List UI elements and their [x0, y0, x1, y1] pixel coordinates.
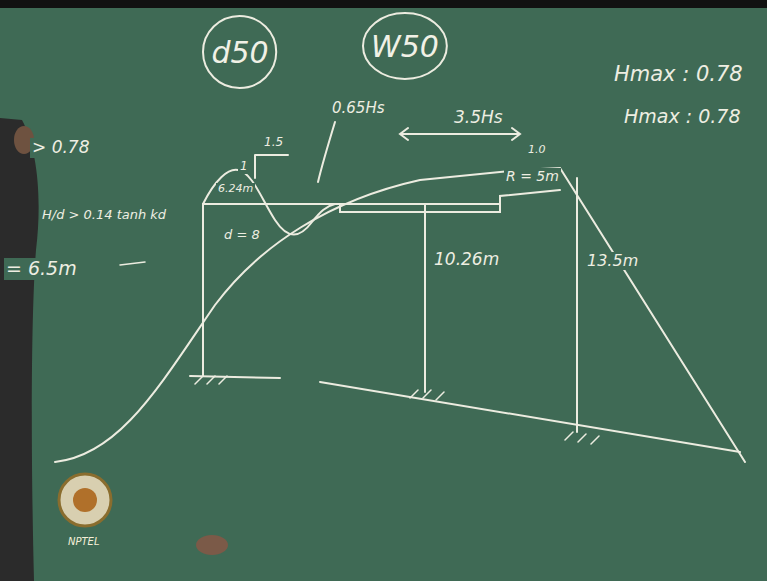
dimension-label: > 0.78: [30, 138, 92, 158]
crest-box: [340, 190, 560, 212]
height-line: [576, 178, 578, 432]
dimension-label: 3.5Hs: [452, 108, 505, 128]
tick: [120, 262, 145, 265]
dimension-label: Hmax : 0.78: [622, 106, 742, 128]
node-text: d50: [211, 35, 268, 70]
lecturer-silhouette: [0, 118, 39, 581]
dimension-label: 10.26m: [432, 250, 501, 270]
dimension-label: d = 8: [222, 228, 262, 243]
ground-hatch: [195, 376, 599, 444]
circle-outline: [203, 16, 276, 88]
nptel-logo: [59, 474, 111, 526]
rear-slope: [520, 168, 745, 462]
depth-line: [424, 204, 426, 392]
dimension-label: 1.5: [262, 136, 285, 150]
dimension-label: H/d > 0.14 tanh kd: [40, 208, 168, 223]
dimension-label: 1.0: [526, 144, 548, 157]
seabed-line: [190, 376, 740, 452]
dimension-label: 13.5m: [585, 252, 640, 270]
top-strip: [0, 0, 767, 8]
dimension-label: 1: [238, 160, 250, 174]
circle-outline: [363, 13, 447, 79]
wave-profile: [203, 170, 335, 235]
water-level: [203, 203, 500, 205]
dimension-label: Hmax : 0.78: [612, 62, 745, 86]
dimension-label: 6.24m: [216, 183, 255, 196]
dimension-label: R = 5m: [504, 168, 561, 184]
breakwater-section: [55, 122, 745, 462]
depth-line: [202, 204, 204, 376]
slope-triangle: [255, 155, 288, 178]
leader-line: [318, 122, 335, 182]
logo-core: [73, 488, 97, 512]
dimension-label: 0.65Hs: [330, 100, 387, 117]
node-text: W50: [371, 29, 439, 64]
dimension-label: NPTEL: [66, 536, 102, 548]
dimension-label: = 6.5m: [4, 258, 79, 280]
logo-ring: [59, 474, 111, 526]
lecturer-hand: [196, 535, 228, 555]
dimension-arrow: [400, 128, 520, 140]
circled-symbol: d50: [201, 14, 278, 90]
circled-symbol: W50: [361, 11, 449, 81]
